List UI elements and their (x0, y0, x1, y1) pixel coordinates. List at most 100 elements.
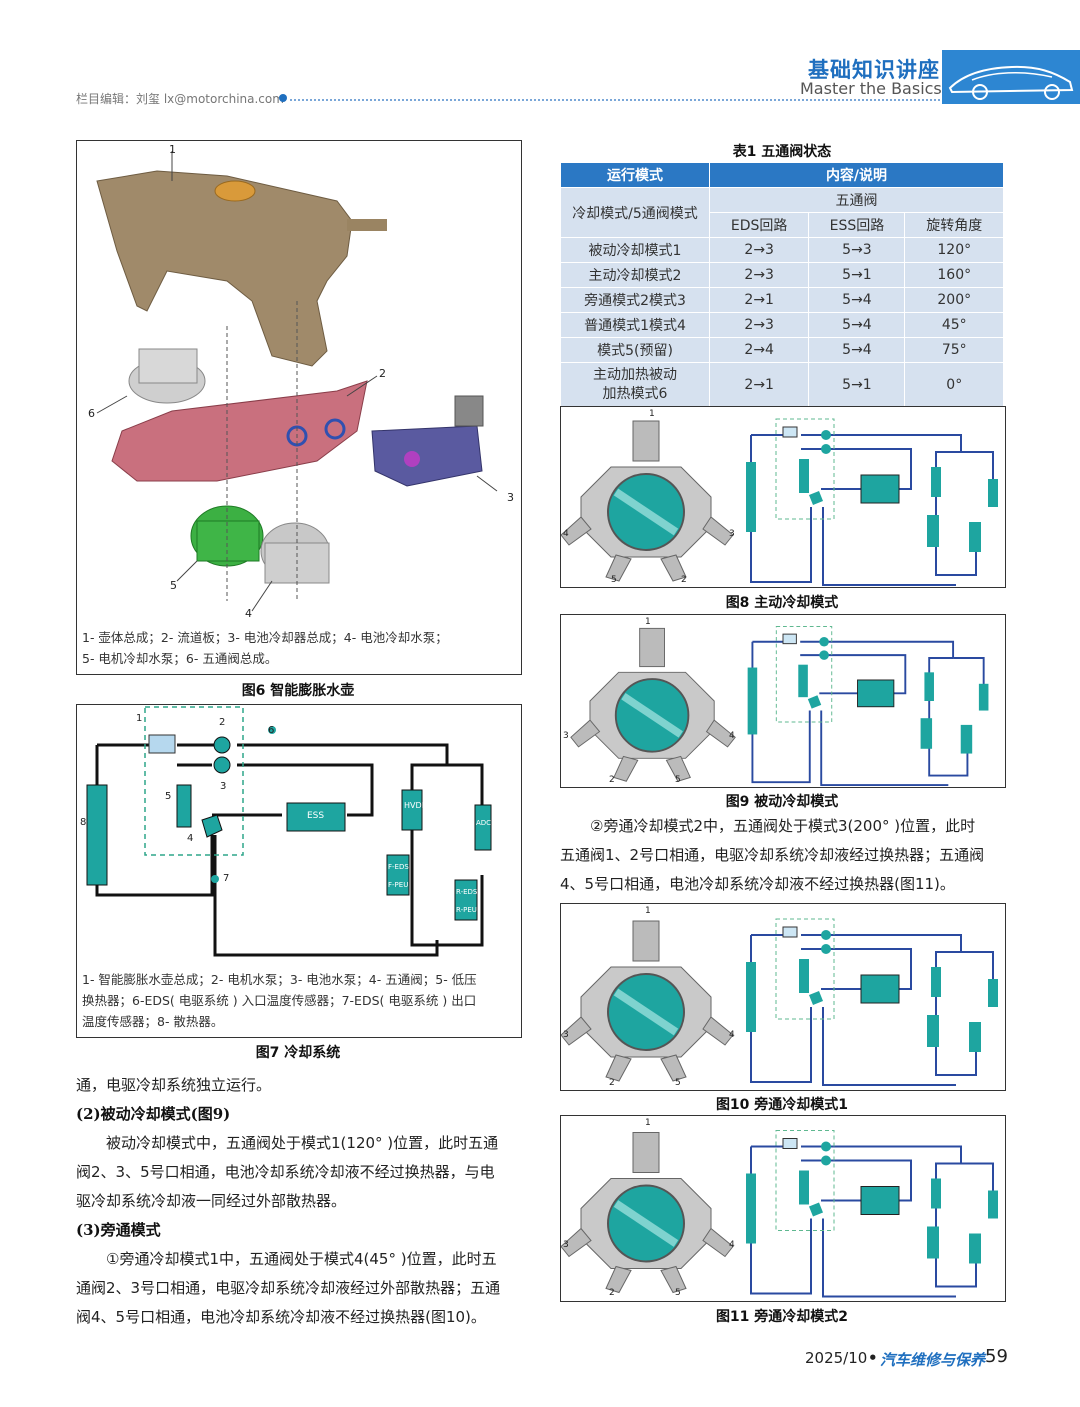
fig7-note: 1- 智能膨胀水壶总成；2- 电机水泵；3- 电池水泵；4- 五通阀；5- 低压… (82, 969, 516, 1032)
table-row: 被动冷却模式1 2→3 5→3 120° (560, 237, 1004, 263)
column-title: 基础知识讲座 (808, 58, 940, 82)
table-cell-line: 主动加热被动 (593, 367, 677, 383)
fig11-label-2: 2 (609, 1288, 615, 1298)
cooling-system-diagram (86, 706, 492, 957)
table-col-ess: ESS回路 (808, 212, 906, 238)
fig7-label-3: 3 (220, 781, 227, 792)
five-way-valve (570, 627, 736, 782)
table-cell: 2→3 (708, 312, 810, 338)
table-header-mode: 运行模式 (560, 162, 710, 188)
fig6-note-line: 1- 壶体总成；2- 流道板；3- 电池冷却器总成；4- 电池冷却水泵； (82, 630, 448, 645)
fig11-label-1: 1 (645, 1118, 651, 1128)
table-cell-line: 加热模式6 (602, 386, 668, 402)
fig8-label-1: 1 (649, 409, 655, 419)
table-row: 普通模式1模式4 2→3 5→4 45° (560, 312, 1004, 338)
table-cell: 旁通模式2模式3 (560, 287, 710, 313)
table-cell: 5→4 (808, 337, 906, 363)
figure-7-box: 1 2 3 4 5 6 7 8 ESS HVDI ADC F-EDS F-PEU… (76, 704, 522, 1038)
figure-10-box: 1 3 4 2 5 (560, 903, 1006, 1091)
table-cell: 模式5(预留) (560, 337, 710, 363)
figure-6-box: 1 2 3 4 5 6 1- 壶体总成；2- 流道板；3- 电池冷却器总成；4-… (76, 140, 522, 675)
fig6-label-6: 6 (88, 407, 95, 420)
fig10-label-2: 2 (609, 1078, 615, 1088)
fig11-caption: 图11 旁通冷却模式2 (715, 1309, 849, 1325)
fig7-label-1: 1 (136, 713, 143, 724)
figure-8-box: 1 4 3 5 2 (560, 406, 1006, 588)
rpeu-label: R-PEU (456, 906, 477, 914)
fig10-caption: 图10 旁通冷却模式1 (715, 1097, 849, 1113)
fig9-label-1: 1 (645, 617, 651, 627)
table-header-content: 内容/说明 (709, 162, 1004, 188)
paragraph-line: 驱冷却系统冷却液一同经过外部散热器。 (76, 1192, 347, 1210)
header-dot (279, 94, 287, 102)
paragraph-line: 阀4、5号口相通，电池冷却系统冷却液不经过换热器(图10)。 (76, 1308, 486, 1326)
table-cell: 120° (904, 237, 1004, 263)
section-heading-bypass: (3)旁通模式 (76, 1221, 161, 1239)
adc-label: ADC (476, 819, 492, 827)
table-row: 主动冷却模式2 2→3 5→1 160° (560, 262, 1004, 288)
table-row: 模式5(预留) 2→4 5→4 75° (560, 337, 1004, 363)
paragraph-line: 被动冷却模式中，五通阀处于模式1(120° )位置，此时五通 (106, 1134, 499, 1152)
table-col-eds: EDS回路 (708, 212, 810, 238)
table-row: 旁通模式2模式3 2→1 5→4 200° (560, 287, 1004, 313)
reds-label: R-EDS (456, 888, 478, 896)
fig7-note-line: 温度传感器；8- 散热器。 (82, 1014, 224, 1029)
fig8-label-2: 2 (681, 575, 687, 585)
fig6-label-4: 4 (245, 607, 252, 620)
fig7-label-8: 8 (80, 817, 87, 828)
fig7-caption: 图7 冷却系统 (255, 1045, 341, 1061)
left-column-text: 通，电驱冷却系统独立运行。 (2)被动冷却模式(图9) 被动冷却模式中，五通阀处… (76, 1071, 524, 1332)
passive-cooling-diagram (570, 625, 989, 787)
fig8-label-4: 4 (563, 529, 569, 539)
valve-state-table: 运行模式 内容/说明 冷却模式/5通阀模式 五通阀 EDS回路 ESS回路 旋转… (560, 162, 1004, 408)
fig9-caption: 图9 被动冷却模式 (725, 794, 839, 810)
paragraph-line: 通阀2、3号口相通，电驱冷却系统冷却液经过外部散热器；五通 (76, 1279, 501, 1297)
fig9-label-3: 3 (563, 731, 569, 741)
fig10-label-5: 5 (675, 1078, 681, 1088)
table-cell: 2→3 (708, 237, 810, 263)
fig7-note-line: 1- 智能膨胀水壶总成；2- 电机水泵；3- 电池水泵；4- 五通阀；5- 低压 (82, 972, 477, 987)
magazine-name: 汽车维修与保养 (880, 1351, 986, 1369)
fig10-label-1: 1 (645, 906, 651, 916)
feds-label: F-EDS (388, 863, 409, 871)
paragraph-line: ②旁通冷却模式2中，五通阀处于模式3(200° )位置，此时 (590, 817, 976, 835)
fig7-note-line: 换热器；6-EDS( 电驱系统 ) 入口温度传感器；7-EDS( 电驱系统 ) … (82, 993, 477, 1008)
table-subheader-mode: 冷却模式/5通阀模式 (560, 187, 710, 238)
paragraph-line: 4、5号口相通，电池冷却系统冷却液不经过换热器(图11)。 (560, 875, 955, 893)
fig11-label-5: 5 (675, 1288, 681, 1298)
figure-11-box: 1 3 4 2 5 (560, 1115, 1006, 1302)
paragraph-line: ①旁通冷却模式1中，五通阀处于模式4(45° )位置，此时五 (106, 1250, 497, 1268)
table-cell: 普通模式1模式4 (560, 312, 710, 338)
table-cell: 0° (904, 362, 1004, 408)
fig8-label-3: 3 (729, 529, 735, 539)
fig8-label-5: 5 (611, 575, 617, 585)
fig10-label-4: 4 (729, 1030, 735, 1040)
table-title: 表1 五通阀状态 (732, 144, 832, 160)
active-cooling-diagram (560, 418, 998, 586)
fig6-label-1: 1 (169, 143, 176, 156)
figure-9-box: 1 3 4 2 5 (560, 614, 1006, 788)
car-logo-icon (942, 50, 1080, 104)
fig6-note-line: 5- 电机冷却水泵；6- 五通阀总成。 (82, 651, 278, 666)
five-way-valve (560, 420, 734, 582)
ess-label: ESS (307, 811, 325, 821)
fig6-caption: 图6 智能膨胀水壶 (241, 683, 355, 699)
expansion-tank-illustration (96, 151, 498, 612)
paragraph-line: 五通阀1、2号口相通，电驱冷却系统冷却液经过换热器；五通阀 (560, 846, 985, 864)
fig10-label-3: 3 (563, 1030, 569, 1040)
column-subtitle: Master the Basics (800, 79, 942, 98)
paragraph-line: 阀2、3、5号口相通，电池冷却系统冷却液不经过换热器，与电 (76, 1163, 495, 1181)
table-cell: 5→4 (808, 312, 906, 338)
fig7-label-6: 6 (268, 725, 275, 736)
table-cell: 主动加热被动 加热模式6 (560, 362, 710, 408)
fig9-label-5: 5 (675, 775, 681, 785)
table-cell: 2→4 (708, 337, 810, 363)
table-cell: 2→1 (708, 287, 810, 313)
fig6-label-2: 2 (379, 367, 386, 380)
table-cell: 5→1 (808, 362, 906, 408)
fig9-label-4: 4 (729, 731, 735, 741)
table-cell: 5→1 (808, 262, 906, 288)
bypass-cooling-1-diagram (560, 918, 998, 1086)
table-cell: 被动冷却模式1 (560, 237, 710, 263)
table-cell: 主动冷却模式2 (560, 262, 710, 288)
